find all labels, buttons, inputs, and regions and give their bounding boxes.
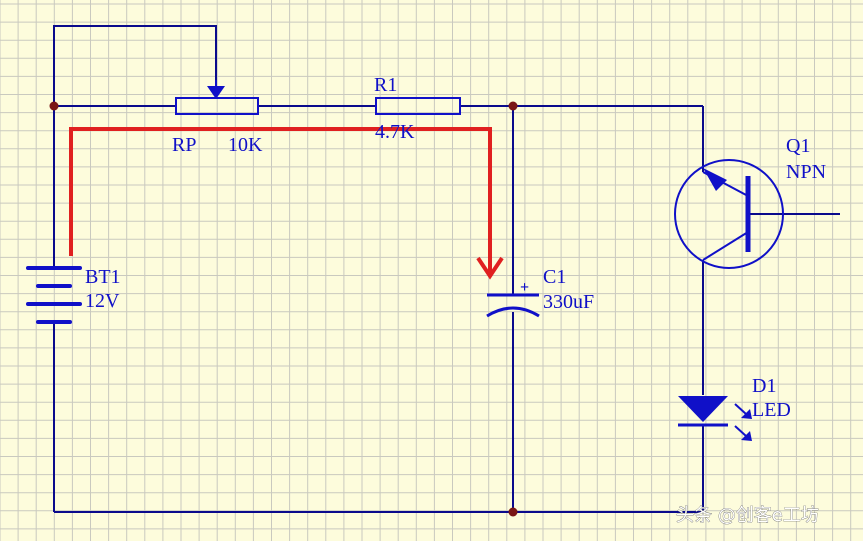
capacitor-polarity-mark: +	[520, 279, 529, 296]
potentiometer-body	[175, 97, 259, 115]
transistor-q1	[674, 159, 784, 269]
capacitor-designator: C1	[543, 266, 566, 288]
potentiometer-wiper-arrow	[207, 86, 225, 99]
battery-bt1	[26, 266, 82, 324]
wires	[53, 25, 840, 513]
current-path-line	[69, 127, 492, 274]
potentiometer-designator: RP	[172, 134, 196, 156]
led-emission-line	[734, 403, 747, 415]
battery-value: 12V	[85, 290, 120, 312]
transistor-type: NPN	[786, 161, 826, 183]
resistor-designator: R1	[374, 74, 397, 96]
resistor-r1-body	[375, 97, 461, 115]
led-emission-arrow	[741, 409, 752, 419]
transistor-designator: Q1	[786, 135, 810, 157]
led-triangle	[678, 396, 728, 422]
capacitor-negative-plate	[486, 306, 540, 318]
transistor-emitter-arrow	[703, 168, 727, 191]
led-emission-line	[734, 425, 747, 437]
transistor-emitter-lead	[702, 231, 749, 261]
junction-dot	[49, 101, 59, 111]
watermark-text: 头条 @创客e工坊	[676, 505, 819, 526]
led-d1	[678, 396, 752, 441]
led-emission-arrow	[741, 431, 752, 441]
potentiometer-rp	[175, 80, 259, 115]
capacitor-c1	[486, 293, 540, 318]
led-type: LED	[752, 399, 791, 421]
potentiometer-value: 10K	[228, 134, 263, 156]
current-path-arrowhead	[476, 256, 504, 280]
charging-current-arrow	[69, 127, 504, 280]
transistor-body	[674, 159, 784, 269]
junctions	[49, 101, 518, 517]
resistor-value: 4.7K	[375, 121, 415, 143]
battery-designator: BT1	[85, 266, 121, 288]
wire-pot-wiper-loop	[53, 25, 217, 106]
junction-dot	[508, 101, 518, 111]
capacitor-value: 330uF	[543, 291, 594, 313]
led-designator: D1	[752, 375, 776, 397]
junction-dot	[508, 507, 518, 517]
